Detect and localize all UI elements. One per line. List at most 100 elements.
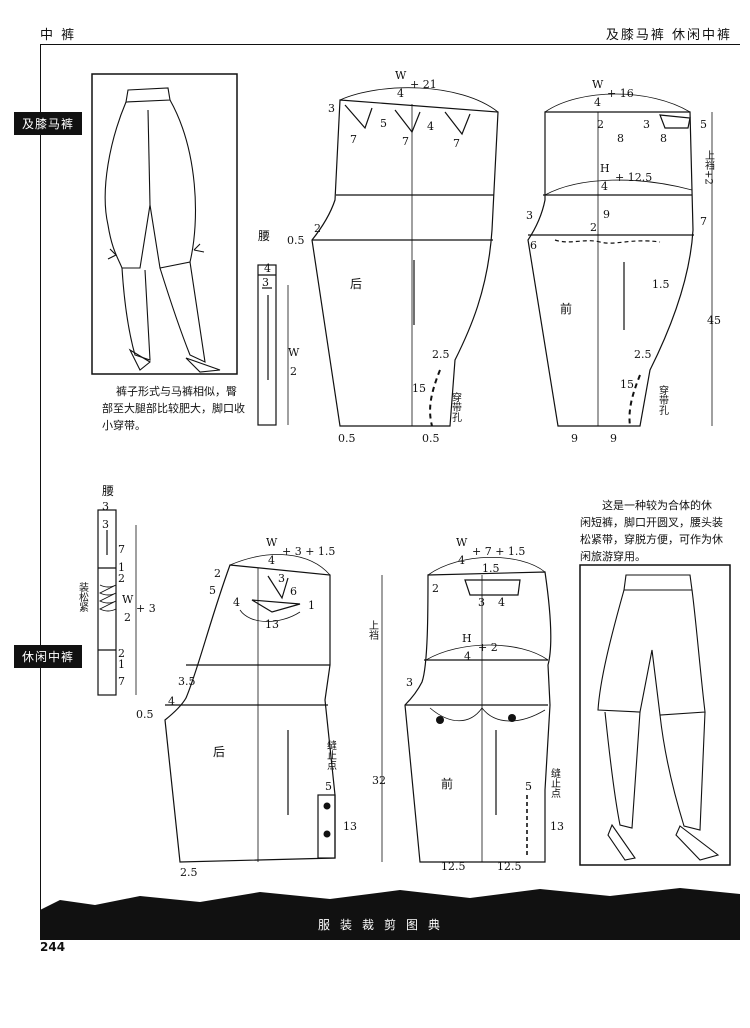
svg-text:+ 16: + 16 [607, 87, 634, 100]
button-dot [323, 830, 331, 838]
svg-text:5: 5 [209, 584, 216, 597]
svg-text:3: 3 [262, 276, 269, 289]
svg-text:8: 8 [617, 132, 624, 145]
svg-text:0.5: 0.5 [136, 708, 154, 721]
svg-text:0.5: 0.5 [338, 432, 356, 445]
svg-text:7: 7 [453, 137, 460, 150]
top-waist-label: 腰 [258, 229, 270, 243]
bottom-front-label: 前 [441, 776, 453, 791]
svg-text:3: 3 [643, 118, 650, 131]
casual-shorts-figure [597, 574, 720, 861]
svg-text:1: 1 [118, 561, 125, 574]
casual-shorts-illustration-frame [579, 564, 731, 866]
svg-text:H: H [600, 162, 610, 175]
svg-text:上裆+2: 上裆+2 [703, 150, 715, 185]
svg-text:4: 4 [427, 120, 434, 133]
svg-text:2: 2 [214, 567, 221, 580]
svg-text:5: 5 [325, 780, 332, 793]
svg-text:3: 3 [102, 518, 109, 531]
section-label-casual-shorts: 休闲中裤 [14, 645, 83, 668]
knee-breeches-figure [104, 87, 221, 373]
svg-text:7: 7 [118, 675, 125, 688]
svg-text:6: 6 [290, 585, 297, 598]
svg-text:2: 2 [118, 647, 125, 660]
svg-text:9: 9 [571, 432, 578, 445]
svg-text:0.5: 0.5 [422, 432, 440, 445]
svg-text:W: W [592, 78, 604, 91]
svg-text:13: 13 [343, 820, 357, 833]
page-number: 244 [40, 940, 66, 954]
svg-text:2.5: 2.5 [432, 348, 450, 361]
header-left: 中 裤 [40, 28, 77, 43]
svg-text:8: 8 [660, 132, 667, 145]
svg-text:4: 4 [458, 554, 465, 567]
svg-text:1.5: 1.5 [652, 278, 670, 291]
footer-band [40, 888, 740, 940]
svg-text:1: 1 [308, 599, 315, 612]
bottom-front-pattern [404, 571, 552, 863]
bottom-waist-label: 腰 [102, 484, 114, 498]
svg-text:2: 2 [290, 365, 297, 378]
top-front-label: 前 [560, 301, 572, 316]
description-bottom: 这是一种较为合体的休 闲短裤，脚口开圆叉，腰头装 松紧带，穿脱方便，可作为休 闲… [580, 499, 723, 563]
svg-text:2: 2 [118, 572, 125, 585]
svg-text:2.5: 2.5 [180, 866, 198, 879]
svg-text:3: 3 [328, 102, 335, 115]
svg-text:上裆: 上裆 [367, 620, 379, 641]
svg-text:+ 2: + 2 [478, 641, 498, 654]
bottom-back-pattern [164, 564, 336, 863]
svg-text:缝止点: 缝止点 [549, 767, 561, 799]
top-waistband [257, 264, 277, 426]
svg-text:4: 4 [168, 695, 175, 708]
svg-text:+ 21: + 21 [410, 78, 437, 91]
header-rule [40, 44, 740, 45]
svg-text:4: 4 [233, 596, 240, 609]
svg-text:0.5: 0.5 [287, 234, 305, 247]
svg-text:7: 7 [118, 543, 125, 556]
svg-text:W: W [456, 536, 468, 549]
top-front-pattern [527, 111, 694, 427]
svg-text:2: 2 [432, 582, 439, 595]
top-back-label: 后 [350, 277, 362, 291]
svg-text:1.5: 1.5 [482, 562, 500, 575]
header-right: 及膝马裤 休闲中裤 [605, 28, 732, 43]
svg-text:12.5: 12.5 [441, 860, 466, 873]
svg-text:W: W [266, 536, 278, 549]
svg-text:5: 5 [380, 117, 387, 130]
svg-text:3: 3 [478, 596, 485, 609]
button-dot [323, 802, 331, 810]
svg-text:+ 3 + 1.5: + 3 + 1.5 [282, 545, 335, 558]
svg-text:4: 4 [268, 554, 275, 567]
svg-text:4: 4 [594, 96, 601, 109]
svg-text:+ 12.5: + 12.5 [615, 171, 652, 184]
svg-text:4: 4 [264, 262, 271, 275]
svg-text:2: 2 [314, 222, 321, 235]
svg-text:W: W [395, 69, 407, 82]
svg-text:1: 1 [118, 658, 125, 671]
svg-text:15: 15 [620, 378, 634, 391]
svg-text:5: 5 [700, 118, 707, 131]
svg-text:3: 3 [102, 500, 109, 513]
svg-text:7: 7 [700, 215, 707, 228]
svg-text:H: H [462, 632, 472, 645]
svg-text:4: 4 [601, 180, 608, 193]
svg-text:2: 2 [124, 611, 131, 624]
svg-text:12.5: 12.5 [497, 860, 522, 873]
svg-text:3: 3 [406, 676, 413, 689]
svg-text:4: 4 [498, 596, 505, 609]
svg-text:7: 7 [350, 133, 357, 146]
bottom-waistband [97, 509, 117, 696]
svg-text:4: 4 [397, 87, 404, 100]
svg-text:5: 5 [525, 780, 532, 793]
svg-text:4: 4 [464, 650, 471, 663]
description-top: 裤子形式与马裤相似，臀 部至大腿部比较肥大，脚口收 小穿带。 [102, 385, 245, 432]
svg-text:+ 7 + 1.5: + 7 + 1.5 [472, 545, 525, 558]
section-label-knee-breeches: 及膝马裤 [14, 112, 83, 135]
button-dot [508, 714, 516, 722]
svg-text:13: 13 [265, 618, 279, 631]
svg-text:装松紧: 装松紧 [77, 581, 89, 612]
svg-text:穿带孔: 穿带孔 [450, 391, 462, 423]
top-back-pattern [311, 99, 499, 427]
svg-text:6: 6 [530, 239, 537, 252]
